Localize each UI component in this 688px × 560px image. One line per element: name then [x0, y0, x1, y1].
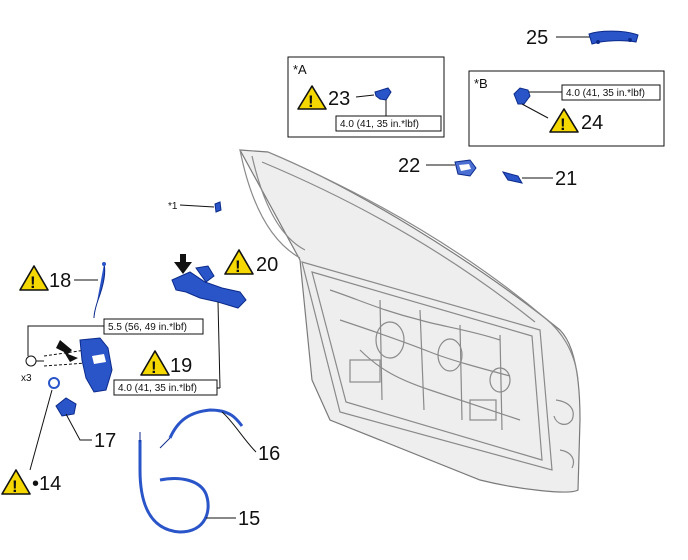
part-label-21: 21 [555, 168, 577, 190]
part-label-25: 25 [526, 27, 548, 49]
svg-text:!: ! [235, 257, 241, 276]
callout-box-b: *B 4.0 (41, 35 in.*lbf) ! 24 [468, 70, 665, 147]
part-label-24: 24 [581, 112, 603, 134]
torque-bottom: 4.0 (41, 35 in.*lbf) [118, 383, 197, 394]
part-label-16: 16 [258, 443, 280, 465]
part-19: ! 19 [56, 337, 192, 393]
svg-text:!: ! [308, 92, 314, 111]
box-b-torque: 4.0 (41, 35 in.*lbf) [566, 88, 645, 99]
part-label-22: 22 [398, 155, 420, 177]
part-label-23: 23 [328, 88, 350, 110]
warning-icon: ! [19, 265, 49, 292]
svg-text:!: ! [30, 273, 36, 292]
warning-icon: ! [224, 249, 254, 276]
torque-bracket: 5.5 (56, 49 in.*lbf) 4.0 (41, 35 in.*lbf… [27, 318, 220, 396]
star1-label: *1 [168, 201, 178, 212]
part-25: 25 [526, 27, 639, 49]
warning-icon: ! [297, 85, 327, 111]
part-label-15: 15 [238, 508, 260, 530]
part-label-14: •14 [32, 473, 61, 495]
callout-box-a: *A ! 23 4.0 (41, 35 in.*lbf) [287, 56, 445, 138]
part-label-17: 17 [94, 430, 116, 452]
part-label-18: 18 [49, 270, 71, 292]
box-a-torque: 4.0 (41, 35 in.*lbf) [340, 119, 419, 130]
qty-label: x3 [21, 373, 32, 384]
warning-icon: ! [1, 469, 31, 496]
part-label-20: 20 [256, 254, 278, 276]
svg-text:!: ! [560, 115, 566, 134]
part-14: ! •14 [1, 377, 61, 496]
part-15: 15 [138, 432, 260, 534]
svg-text:!: ! [151, 358, 157, 377]
warning-icon: ! [549, 108, 579, 134]
door-panel [238, 149, 581, 493]
part-20: ! 20 [171, 249, 278, 389]
part-21: 21 [501, 168, 577, 190]
part-22: 22 [398, 155, 477, 177]
part-24-shape [513, 87, 531, 105]
part-17: 17 [55, 397, 116, 452]
torque-top: 5.5 (56, 49 in.*lbf) [108, 322, 187, 333]
arrow-icon [56, 340, 78, 362]
part-label-19: 19 [170, 355, 192, 377]
part-16: 16 [159, 408, 280, 465]
svg-text:!: ! [12, 477, 18, 496]
part-star1: *1 [168, 201, 222, 213]
warning-icon: ! [140, 350, 170, 377]
arrow-down-icon [174, 254, 192, 274]
part-18: ! 18 [19, 262, 106, 319]
box-b-tag: *B [474, 76, 488, 91]
box-a-tag: *A [293, 62, 307, 77]
